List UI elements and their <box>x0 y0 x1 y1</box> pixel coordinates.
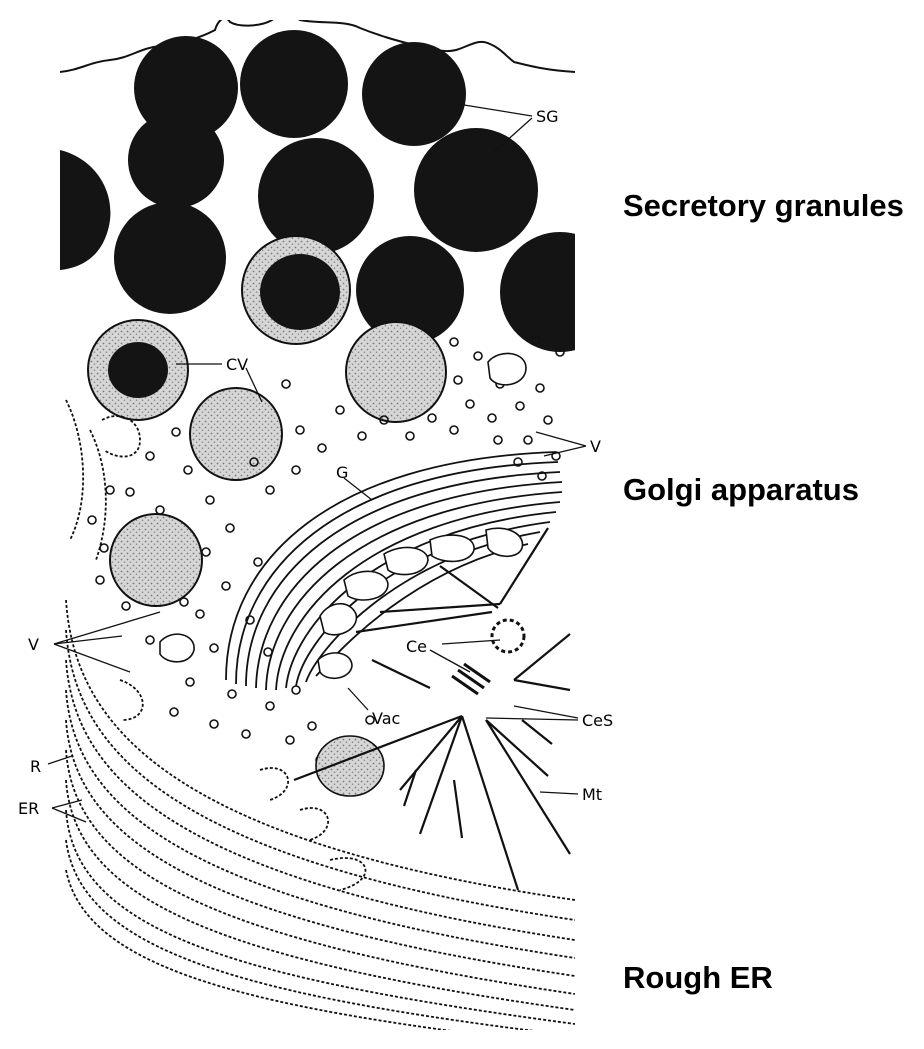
label-er: ER <box>18 799 39 818</box>
rough-er <box>66 400 575 1046</box>
label-ces: CeS <box>582 711 613 730</box>
label-secretory-granules: Secretory granules <box>623 188 904 224</box>
label-sg: SG <box>536 107 559 126</box>
label-v-right: V <box>590 437 601 456</box>
label-rough-er: Rough ER <box>623 960 773 996</box>
label-vac: Vac <box>372 709 400 728</box>
label-r: R <box>30 757 41 776</box>
centrioles <box>452 620 524 694</box>
label-ce: Ce <box>406 637 427 656</box>
label-mt: Mt <box>582 785 602 804</box>
label-cv: CV <box>226 355 248 374</box>
label-golgi-apparatus: Golgi apparatus <box>623 472 859 508</box>
label-v-left: V <box>28 635 39 654</box>
label-g: G <box>336 463 348 482</box>
